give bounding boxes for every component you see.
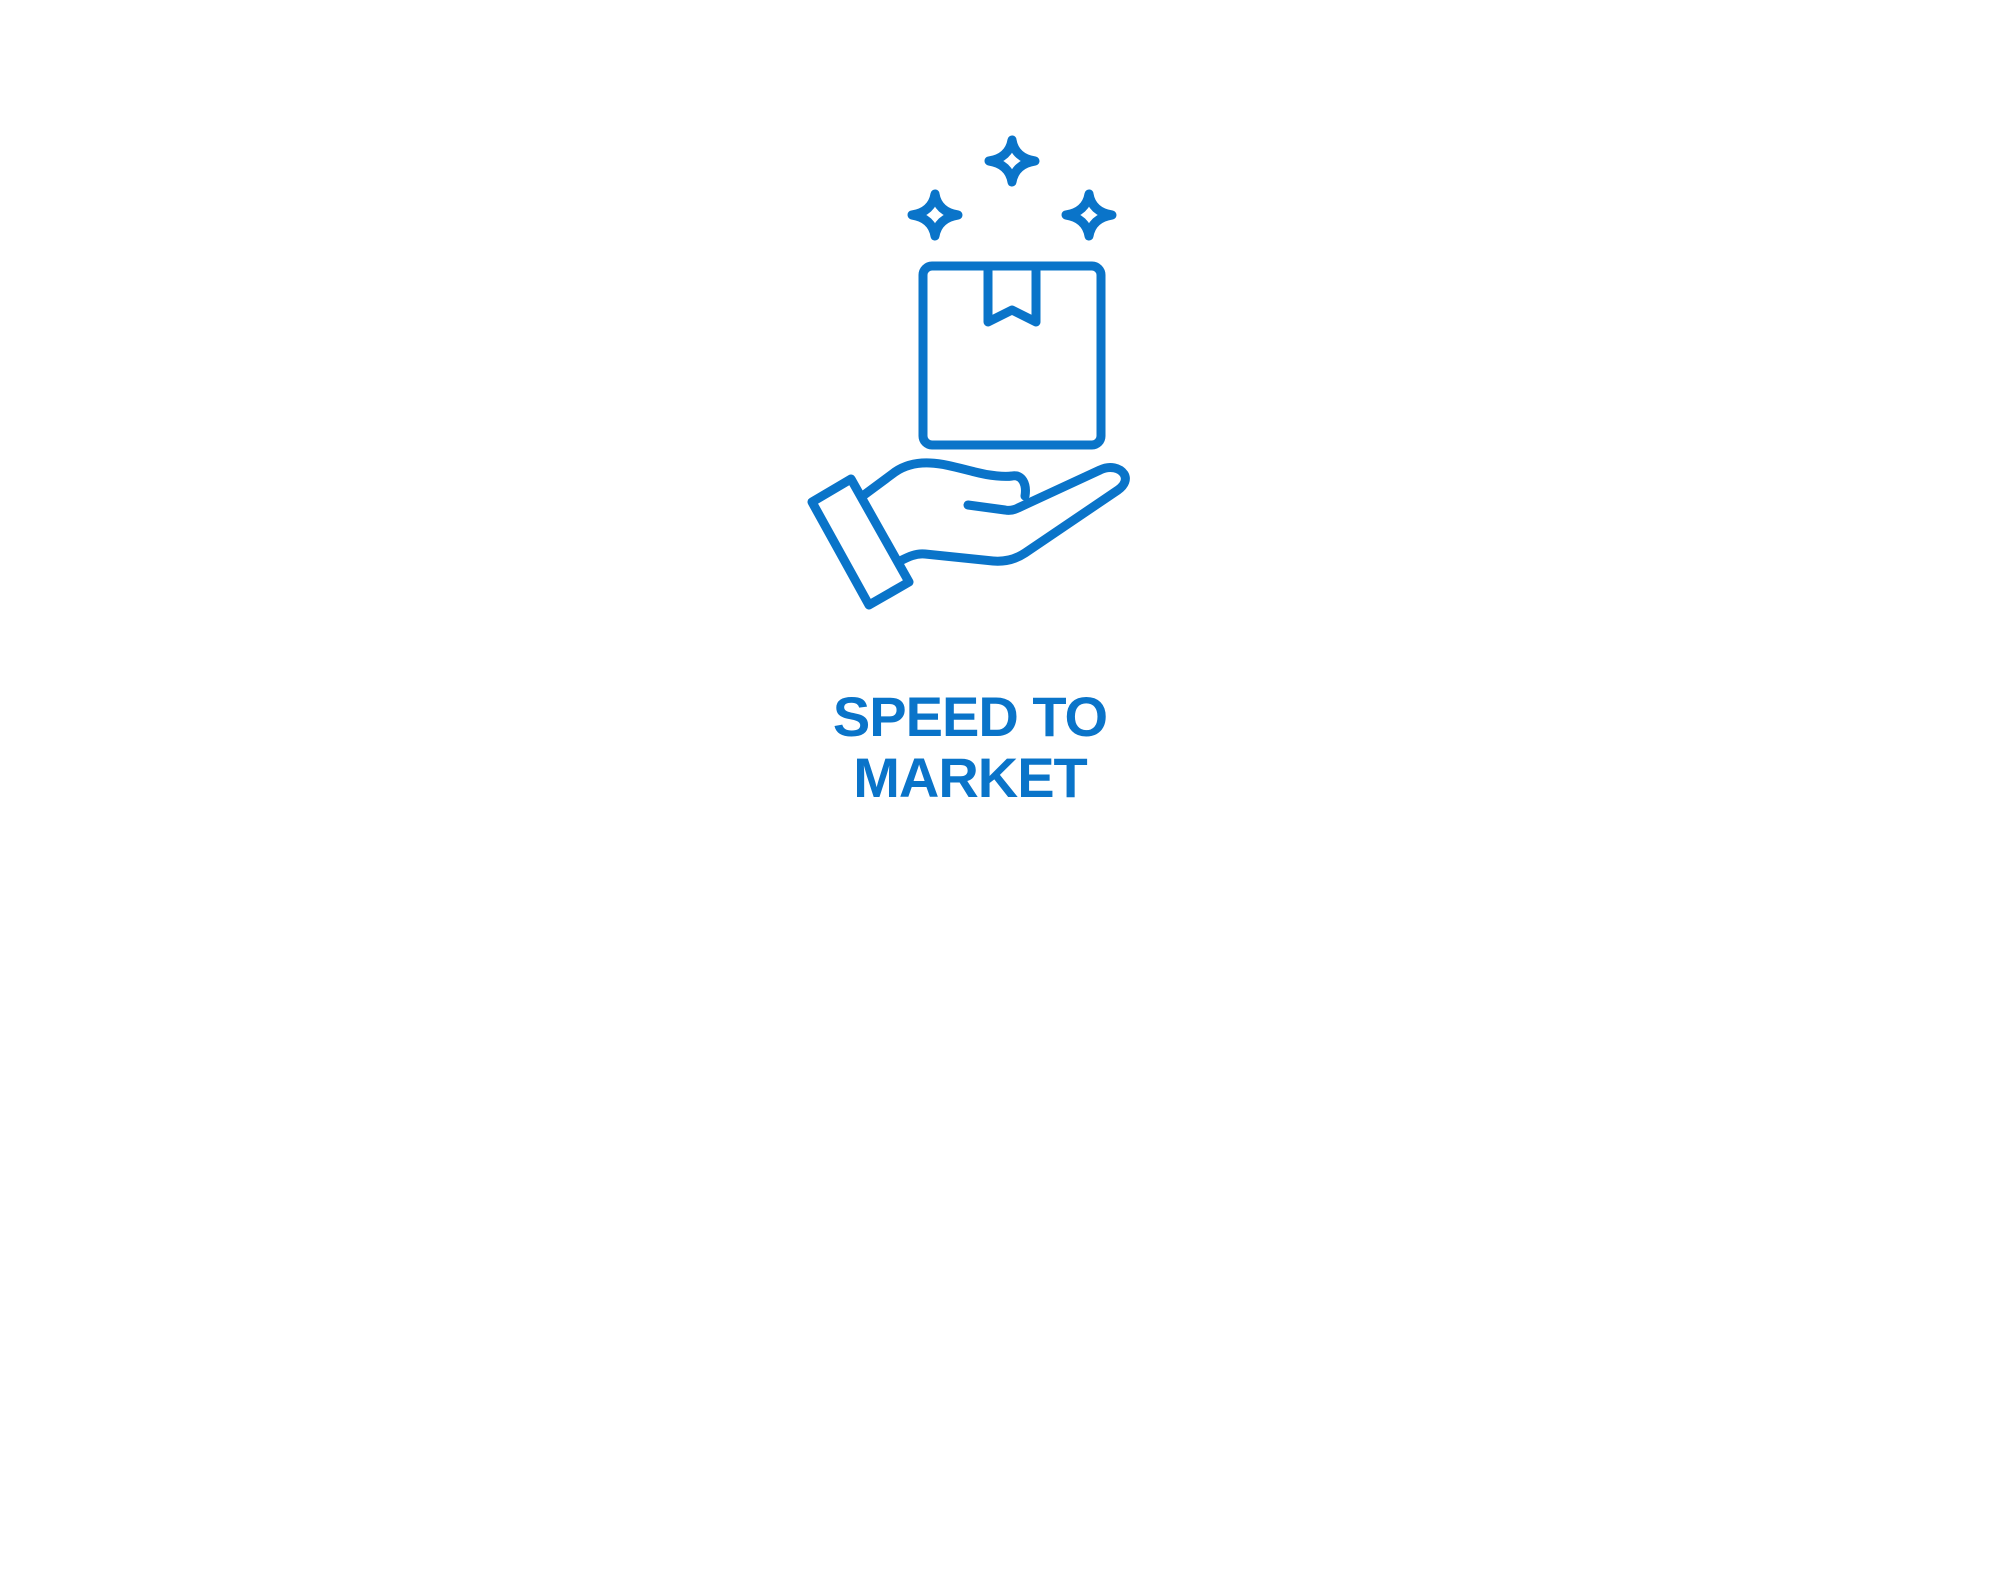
sparkle-icon xyxy=(1061,189,1117,241)
feature-title-line-2: MARKET xyxy=(853,746,1088,809)
sparkle-icon xyxy=(984,135,1040,187)
package-icon xyxy=(918,261,1106,450)
feature-title: SPEED TO MARKET xyxy=(760,686,1180,808)
hand-holding-package-icon xyxy=(800,128,1150,618)
feature-title-line-1: SPEED TO xyxy=(832,685,1108,748)
hand-icon xyxy=(807,458,1130,610)
sparkle-icon xyxy=(907,189,963,241)
